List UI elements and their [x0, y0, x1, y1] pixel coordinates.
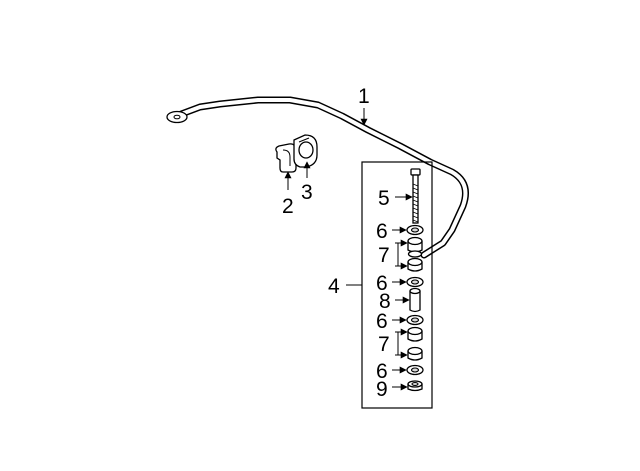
bar-end-eye: [166, 110, 188, 124]
callout-9: 9: [376, 378, 388, 401]
callout-6-upper: 6: [376, 220, 388, 243]
callout-8: 8: [379, 290, 391, 313]
stabilizer-bar: [166, 96, 469, 259]
callout-7-upper: 7: [378, 244, 390, 267]
link-bolt: [410, 168, 421, 224]
link-nut: [407, 380, 423, 392]
spacer-sleeve: [409, 287, 421, 313]
washer: [406, 224, 424, 236]
callout-6-bottom: 6: [376, 360, 388, 383]
bushing: [293, 134, 318, 168]
washer: [406, 276, 424, 288]
callout-3: 3: [301, 181, 313, 204]
callout-6-lower: 6: [376, 310, 388, 333]
washer: [406, 314, 424, 326]
callout-7-lower: 7: [378, 333, 390, 356]
callout-4: 4: [328, 275, 340, 298]
callout-5: 5: [378, 187, 390, 210]
callout-2: 2: [282, 195, 294, 218]
bracket: [275, 143, 297, 173]
callout-6-middle: 6: [376, 272, 388, 295]
insulator-bushing: [407, 326, 423, 342]
callout-1: 1: [358, 85, 370, 108]
washer: [406, 364, 424, 376]
insulator-bushing: [407, 236, 423, 253]
insulator-bushing: [407, 250, 423, 258]
leader-lines: [284, 108, 413, 391]
insulator-bushing: [407, 346, 423, 361]
insulator-bushing: [407, 257, 423, 272]
